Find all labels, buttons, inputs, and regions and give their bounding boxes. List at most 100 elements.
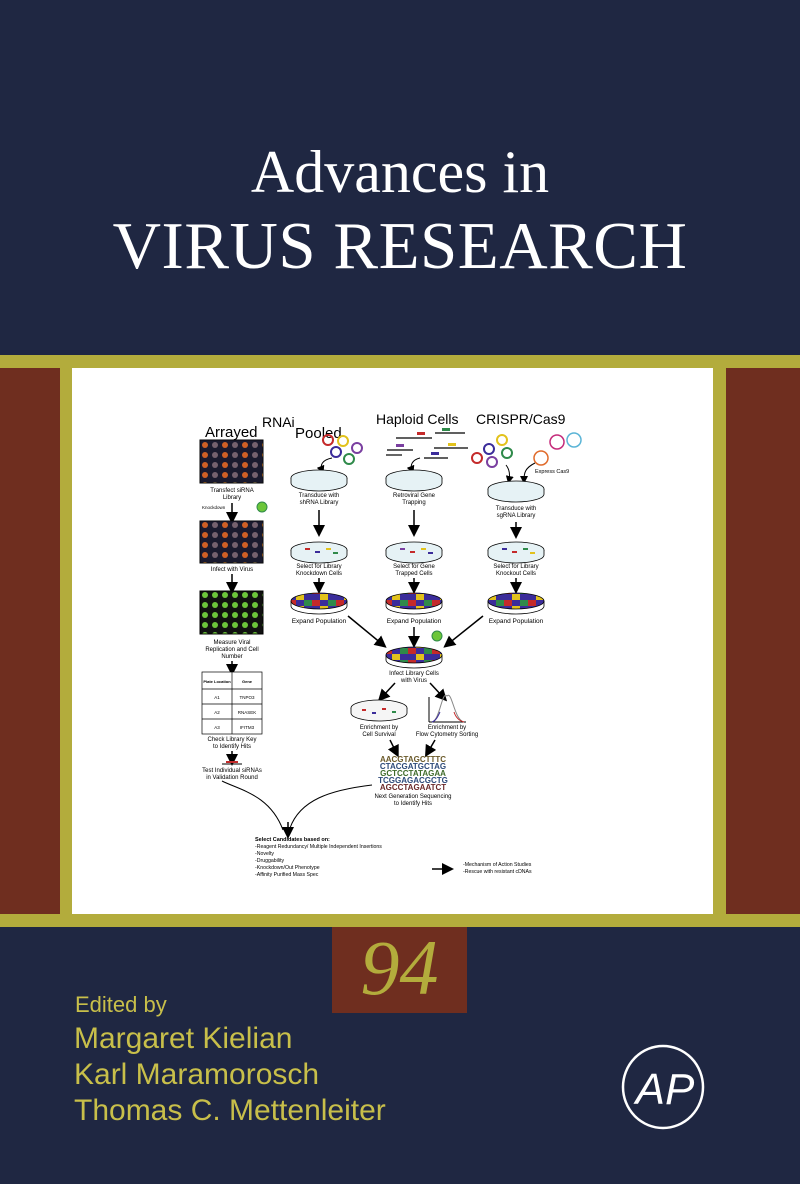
- svg-text:Enrichment by: Enrichment by: [428, 725, 466, 731]
- svg-text:to Identify Hits: to Identify Hits: [213, 744, 251, 750]
- readout-plate: [199, 590, 264, 635]
- right-brown-panel: [726, 368, 800, 914]
- svg-text:Flow Cytometry Sorting: Flow Cytometry Sorting: [416, 732, 478, 738]
- svg-text:Infect Library Cells: Infect Library Cells: [389, 671, 439, 677]
- svg-text:Test Individual siRNAs: Test Individual siRNAs: [202, 768, 262, 774]
- svg-text:A2: A2: [214, 710, 220, 715]
- svg-text:Next Generation Sequencing: Next Generation Sequencing: [374, 794, 451, 800]
- svg-text:Select for Library: Select for Library: [493, 564, 538, 570]
- virus-icon: [501, 447, 513, 459]
- svg-text:GCTCCTATAGAA: GCTCCTATAGAA: [380, 769, 446, 778]
- svg-text:TCGGAGACGCTG: TCGGAGACGCTG: [378, 776, 448, 785]
- svg-text:IFITM3: IFITM3: [240, 725, 255, 730]
- svg-text:with Virus: with Virus: [400, 678, 427, 684]
- gene-trap-icons: [386, 432, 468, 459]
- dish: [487, 592, 545, 610]
- svg-text:Enrichment by: Enrichment by: [360, 725, 398, 731]
- virus-icon: [351, 442, 363, 454]
- cover-header: [0, 0, 800, 355]
- label-pooled: Pooled: [295, 425, 342, 442]
- svg-text:sgRNA Library: sgRNA Library: [497, 513, 536, 519]
- svg-text:Expand Population: Expand Population: [387, 618, 442, 625]
- svg-text:Replication and Cell: Replication and Cell: [205, 647, 258, 653]
- editor-name: Margaret Kielian: [74, 1022, 293, 1055]
- sequence-block: AACGTAGCTTTC CTACGATGCTAG GCTCCTATAGAA T…: [378, 755, 448, 792]
- svg-text:A3: A3: [214, 725, 220, 730]
- svg-text:in Validation Round: in Validation Round: [206, 775, 258, 781]
- edited-by-label: Edited by: [75, 992, 167, 1017]
- svg-text:RNASEK: RNASEK: [238, 710, 257, 715]
- virus-icon: [483, 443, 495, 455]
- svg-text:Measure Viral: Measure Viral: [214, 640, 251, 646]
- svg-text:Knockout Cells: Knockout Cells: [496, 571, 536, 577]
- volume-box: [332, 927, 467, 1013]
- virus-icon: [322, 434, 334, 446]
- svg-text:Transduce with: Transduce with: [299, 493, 339, 499]
- editor-name: Thomas C. Mettenleiter: [74, 1094, 386, 1127]
- label-crispr: CRISPR/Cas9: [476, 411, 566, 427]
- label-arrayed: Arrayed: [205, 424, 258, 441]
- svg-text:A1: A1: [214, 695, 220, 700]
- virus-icon: [337, 435, 349, 447]
- svg-text:Transduce with: Transduce with: [496, 506, 536, 512]
- virus-icon: [496, 434, 508, 446]
- ap-logo-icon: AP: [621, 1044, 705, 1130]
- editor-name: Karl Maramorosch: [74, 1058, 320, 1091]
- publisher-logo: AP: [621, 1042, 705, 1130]
- svg-text:Check Library Key: Check Library Key: [207, 737, 256, 743]
- svg-text:Number: Number: [221, 654, 242, 660]
- title-line-2: VIRUS RESEARCH: [112, 209, 688, 283]
- svg-text:-Affinity Purified Mass Spec: -Affinity Purified Mass Spec: [255, 872, 319, 878]
- virus-icon: [330, 446, 342, 458]
- svg-text:TNPO3: TNPO3: [239, 695, 255, 700]
- svg-text:AP: AP: [633, 1065, 695, 1114]
- figure-panel: RNAi Arrayed Pooled Haploid Cells CRISPR…: [72, 368, 713, 914]
- flow-cytometry-histogram: [428, 694, 466, 723]
- svg-text:CTACGATGCTAG: CTACGATGCTAG: [380, 762, 446, 771]
- svg-text:Retroviral Gene: Retroviral Gene: [393, 493, 436, 499]
- virus-icon: [471, 452, 483, 464]
- svg-text:Select for Gene: Select for Gene: [393, 564, 435, 570]
- svg-text:Transfect siRNA: Transfect siRNA: [210, 488, 253, 494]
- svg-text:AACGTAGCTTTC: AACGTAGCTTTC: [380, 755, 446, 764]
- virus-icon: [343, 453, 355, 465]
- svg-text:Expand Population: Expand Population: [489, 618, 544, 625]
- dish: [385, 592, 443, 610]
- svg-text:Select Candidates based on:: Select Candidates based on:: [255, 837, 330, 843]
- svg-text:Infect with Virus: Infect with Virus: [211, 567, 253, 573]
- svg-text:Select for Library: Select for Library: [296, 564, 341, 570]
- svg-text:to Identify Hits: to Identify Hits: [394, 801, 432, 807]
- svg-text:Trapped Cells: Trapped Cells: [395, 571, 432, 577]
- svg-text:Expand Population: Expand Population: [292, 618, 347, 625]
- virus-icon: [431, 630, 443, 642]
- label-rnai: RNAi: [262, 414, 295, 430]
- cas9-plasmid-icon: [566, 432, 582, 448]
- label-haploid: Haploid Cells: [376, 411, 458, 427]
- svg-text:Knockdown Cells: Knockdown Cells: [296, 571, 342, 577]
- virus-icon: [486, 456, 498, 468]
- virus-icon: [256, 501, 268, 513]
- svg-text:AGCCTAGAATCT: AGCCTAGAATCT: [380, 783, 446, 792]
- left-brown-panel: [0, 368, 60, 914]
- cas9-plasmid-icon: [549, 434, 565, 450]
- title-line-1: Advances in: [250, 139, 550, 205]
- dish: [385, 646, 443, 664]
- library-key-table: Plate Location Gene A1 TNPO3 A2 RNASEK A…: [201, 671, 263, 735]
- svg-text:-Rescue with resistant cDNAs: -Rescue with resistant cDNAs: [463, 869, 532, 875]
- screening-workflow-diagram: RNAi Arrayed Pooled Haploid Cells CRISPR…: [199, 411, 582, 878]
- svg-text:Plate Location: Plate Location: [203, 679, 231, 684]
- svg-text:-Druggability: -Druggability: [255, 858, 285, 864]
- svg-text:-Mechanism of Action Studies: -Mechanism of Action Studies: [463, 862, 532, 868]
- svg-text:Cell Survival: Cell Survival: [362, 732, 395, 738]
- svg-text:Trapping: Trapping: [402, 500, 425, 506]
- svg-text:Knockdown: Knockdown: [202, 505, 226, 510]
- dish: [290, 592, 348, 610]
- svg-text:Express Cas9: Express Cas9: [535, 469, 569, 475]
- svg-text:Gene: Gene: [242, 679, 253, 684]
- svg-text:-Novelty: -Novelty: [255, 851, 274, 857]
- svg-text:shRNA Library: shRNA Library: [300, 500, 339, 506]
- volume-number: 94: [360, 924, 439, 1011]
- svg-text:-Knockdown/Out Phenotype: -Knockdown/Out Phenotype: [255, 865, 320, 871]
- svg-text:Library: Library: [223, 495, 241, 501]
- cas9-plasmid-icon: [533, 450, 549, 466]
